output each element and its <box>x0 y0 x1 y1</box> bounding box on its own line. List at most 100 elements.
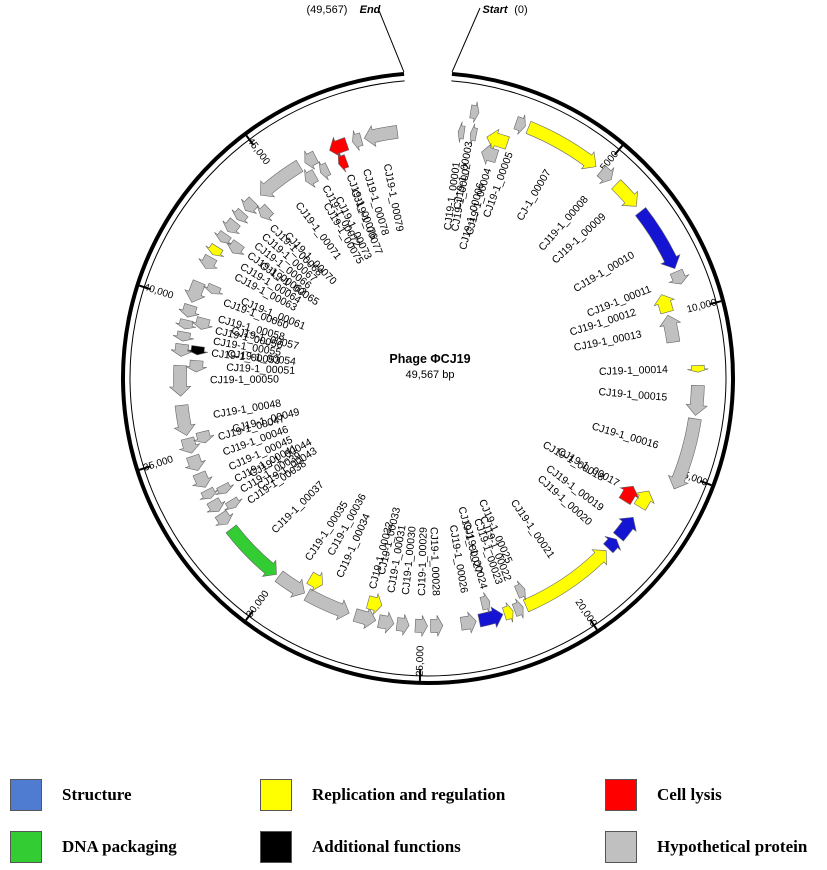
legend-label-replication: Replication and regulation <box>312 785 506 804</box>
gene-arrow-cj19-1_00035 <box>274 570 305 598</box>
gene-arrow-cj19-1_00047 <box>178 436 201 454</box>
gene-arrow-cj19-1_00018 <box>618 485 640 505</box>
gene-arrow-cj19-1_00029 <box>414 615 428 637</box>
gene-label: CJ19-1_00010 <box>572 249 637 295</box>
gene-arrow-cj19-1_00019 <box>613 516 637 542</box>
legend-swatch-structure <box>10 779 42 811</box>
map-title: Phage ΦCJ19 <box>389 352 470 366</box>
gene-arrow-cj19-1_00068 <box>241 196 259 214</box>
gene-arrow-cj19-1_00062 <box>214 229 232 245</box>
gene-arrow-cj19-1_00056 <box>175 318 197 330</box>
gene-arrow-cj19-1_00046 <box>184 453 207 471</box>
gene-arrow-cj19-1_00078 <box>352 130 364 151</box>
tick-mark <box>589 619 598 631</box>
legend-swatch-replication <box>260 779 292 811</box>
gene-arrow-cj19-1_00063 <box>198 253 218 269</box>
gene-arrow-cj19-1_00037 <box>225 524 277 577</box>
legend-swatch-lysis <box>605 779 637 811</box>
gene-arrow-cj19-1_00017 <box>633 490 655 511</box>
gene-arrow-cj19-1_00015 <box>685 385 708 416</box>
gene-arrow-cj19-1_00045 <box>191 470 213 488</box>
gene-arrow-cj19-1_00043 <box>224 496 243 511</box>
gene-arrow-cj19-1_00027 <box>479 592 491 613</box>
gene-label: CJ19-1_00050 <box>210 373 279 386</box>
legend-swatch-additional <box>260 831 292 863</box>
legend-item-structure: Structure <box>10 779 132 811</box>
gene-arrow-cj19-1_00016 <box>667 417 702 490</box>
gene-arrow-cj19-1_00050 <box>168 364 192 397</box>
legend-swatch-hypothetical <box>605 831 637 863</box>
legend-label-additional: Additional functions <box>312 837 461 856</box>
gene-arrow-cj19-1_00028 <box>430 615 444 637</box>
legend: Structure Replication and regulation Cel… <box>0 775 827 870</box>
gene-arrow-cj-1_00007 <box>525 120 597 170</box>
gene-label: CJ19-1_00016 <box>590 421 660 452</box>
gene-arrow-cj19-1_00077 <box>337 152 350 173</box>
tick-mark <box>139 284 152 291</box>
gene-arrow-cj19-1_00023 <box>502 602 514 623</box>
legend-label-packaging: DNA packaging <box>62 837 177 856</box>
gene-arrow-cj19-1_00036 <box>306 571 323 592</box>
gene-arrow-cj19-1_00065 <box>226 239 245 255</box>
genome-map: 500010,00015,00020,00025,00030,00035,000… <box>121 4 735 685</box>
gene-label: CJ19-1_00028 <box>427 527 441 596</box>
start-marker-line <box>451 7 481 73</box>
gene-arrow-cj19-1_00010 <box>635 207 681 270</box>
tick-label: 20,000 <box>573 597 599 629</box>
tick-label: 35,000 <box>142 454 175 474</box>
gene-arrow-cj19-1_00067 <box>231 207 249 224</box>
tick-label: 25,000 <box>415 645 427 676</box>
outer-backbone <box>121 71 735 685</box>
gene-arrow-cj19-1_00054 <box>187 345 209 356</box>
gene-arrow-cj19-1_00066 <box>222 217 241 234</box>
gene-label: CJ19-1_00014 <box>599 364 668 378</box>
tick-mark <box>709 300 722 306</box>
gene-arrow-cj19-1_00014 <box>687 364 709 373</box>
inner-backbone <box>129 80 727 677</box>
tick-mark <box>138 465 152 471</box>
gene-arrow-cj19-1_00071 <box>260 159 304 198</box>
legend-item-additional: Additional functions <box>260 831 461 863</box>
tick-label: 30,000 <box>244 588 271 619</box>
gene-arrow-cj19-1_00022 <box>511 598 524 619</box>
gene-arrow-cj19-1_00011 <box>668 268 690 285</box>
end-label: End <box>360 4 381 16</box>
gene-arrow-cj19-1_00058 <box>178 303 200 318</box>
gene-arrow-cj19-1_00057 <box>191 316 213 330</box>
gene-arrow-cj19-1_00064 <box>205 243 225 257</box>
gene-arrow-cj19-1_00025 <box>514 580 526 601</box>
tick-label: 45,000 <box>245 136 272 167</box>
gene-arrow-cj19-1_00032 <box>352 607 377 630</box>
gene-arrow-cj19-1_00049 <box>193 429 215 444</box>
gene-arrow-cj19-1_00005 <box>513 114 526 135</box>
gene-arrow-cj19-1_00002 <box>469 123 478 145</box>
legend-swatch-packaging <box>10 831 42 863</box>
map-subtitle: 49,567 bp <box>406 369 455 381</box>
tick-label: 40,000 <box>142 282 175 302</box>
gene-arrow-cj19-1_00020 <box>603 536 621 554</box>
gene-arrow-cj19-1_00051 <box>185 359 207 373</box>
legend-item-replication: Replication and regulation <box>260 779 505 811</box>
gene-arrow-cj19-1_00038 <box>214 509 234 526</box>
gene-arrow-cj19-1_00008 <box>596 165 615 185</box>
gene-arrow-cj19-1_00012 <box>653 294 676 315</box>
legend-label-structure: Structure <box>62 785 132 804</box>
gene-arrow-cj19-1_00053 <box>170 342 193 357</box>
gene-arrow-cj19-1_00006 <box>481 143 500 166</box>
gene-arrows <box>168 101 709 637</box>
legend-item-hypothetical: Hypothetical protein <box>605 831 807 863</box>
gene-label: CJ19-1_00051 <box>226 362 296 377</box>
gene-arrow-cj19-1_00076 <box>329 136 350 158</box>
gene-arrow-cj19-1_00026 <box>459 611 477 634</box>
end-marker-line <box>377 7 405 73</box>
tick-mark <box>245 609 254 621</box>
tick-mark <box>699 480 712 487</box>
end-position: (49,567) <box>307 4 348 16</box>
legend-item-packaging: DNA packaging <box>10 831 177 863</box>
legend-label-lysis: Cell lysis <box>657 785 722 804</box>
tick-mark <box>613 144 624 156</box>
legend-item-lysis: Cell lysis <box>605 779 722 811</box>
start-position: (0) <box>514 4 527 16</box>
gene-arrow-cj19-1_00079 <box>363 124 399 147</box>
gene-label: CJ19-1_00015 <box>598 386 668 404</box>
